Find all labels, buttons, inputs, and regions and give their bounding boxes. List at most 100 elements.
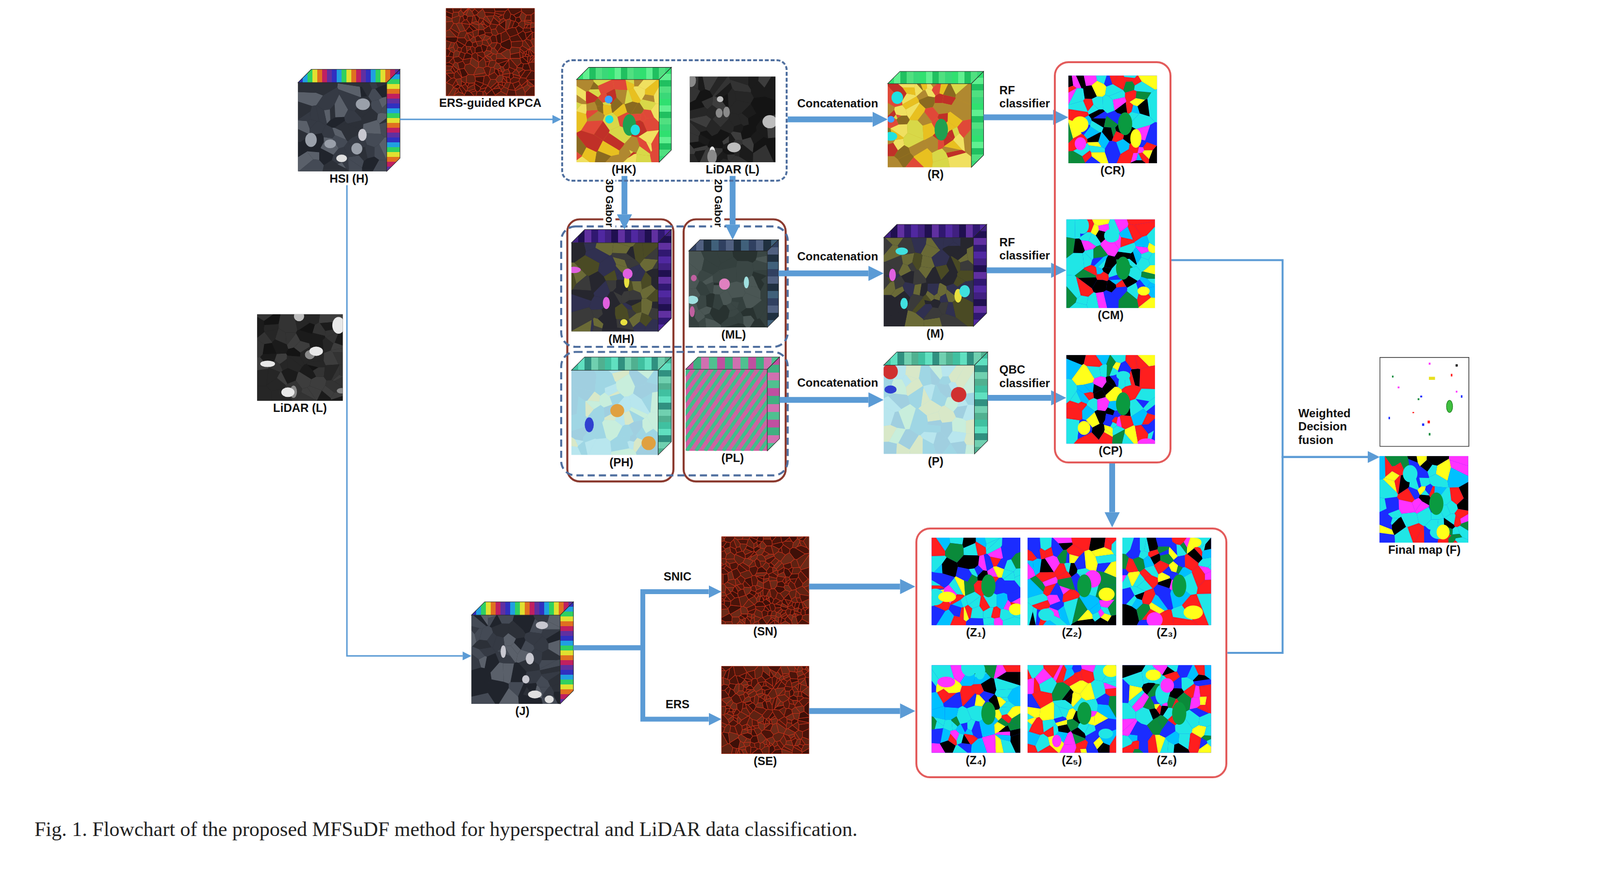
illustration-part bbox=[689, 76, 776, 163]
illustration-part bbox=[761, 729, 774, 740]
illustration-part bbox=[721, 666, 810, 755]
illustration-part bbox=[605, 154, 622, 163]
illustration-part bbox=[309, 82, 338, 96]
illustration-part bbox=[935, 264, 950, 280]
illustration-part bbox=[938, 591, 957, 603]
illustration-part bbox=[1009, 603, 1021, 616]
illustration-part bbox=[315, 104, 327, 125]
illustration-part bbox=[379, 121, 387, 138]
illustration-part bbox=[571, 386, 595, 402]
illustration-part bbox=[739, 144, 754, 163]
illustration-part bbox=[504, 645, 518, 663]
illustration-part bbox=[576, 103, 587, 114]
illustration-part bbox=[464, 90, 475, 96]
illustration-part bbox=[471, 693, 496, 705]
illustration-part bbox=[467, 31, 474, 37]
illustration-part bbox=[332, 316, 344, 334]
illustration-part bbox=[652, 259, 659, 270]
illustration-part bbox=[725, 561, 731, 569]
illustration-part bbox=[993, 566, 1005, 579]
image-panel bbox=[931, 537, 1021, 626]
illustration-part bbox=[293, 314, 305, 322]
illustration-part bbox=[942, 443, 957, 455]
illustration-part bbox=[791, 707, 801, 714]
illustration-part bbox=[517, 31, 527, 42]
image-panel bbox=[883, 365, 975, 455]
illustration-part bbox=[931, 537, 1021, 626]
illustration-part bbox=[777, 567, 785, 575]
illustration-part bbox=[576, 111, 587, 133]
illustration-part bbox=[1139, 365, 1155, 390]
illustration-part bbox=[1075, 295, 1089, 305]
illustration-part bbox=[484, 12, 495, 17]
illustration-part bbox=[337, 82, 367, 87]
illustration-part bbox=[801, 691, 810, 699]
illustration-part bbox=[905, 157, 925, 168]
illustration-part bbox=[1106, 365, 1113, 377]
illustration-part bbox=[733, 666, 748, 676]
illustration-part bbox=[305, 132, 317, 147]
illustration-part bbox=[1097, 397, 1110, 412]
illustration-part bbox=[968, 596, 981, 609]
illustration-part bbox=[519, 45, 528, 52]
illustration-part bbox=[902, 96, 919, 110]
illustration-part bbox=[1095, 355, 1110, 365]
illustration-part bbox=[609, 393, 625, 405]
cube-side-face bbox=[971, 71, 984, 168]
illustration-part bbox=[471, 626, 480, 635]
illustration-part bbox=[604, 389, 619, 396]
illustration-part bbox=[791, 596, 798, 603]
illustration-part bbox=[297, 82, 316, 93]
illustration-part bbox=[470, 23, 479, 31]
illustration-part bbox=[541, 629, 561, 640]
illustration-part bbox=[756, 554, 766, 562]
illustration-part bbox=[453, 50, 461, 58]
illustration-part bbox=[281, 387, 295, 398]
illustration-part bbox=[746, 251, 758, 263]
illustration-part bbox=[901, 271, 915, 284]
illustration-part bbox=[789, 695, 798, 701]
illustration-part bbox=[802, 602, 808, 608]
illustration-part bbox=[770, 615, 776, 620]
illustration-part bbox=[446, 82, 454, 96]
cube-top-face bbox=[471, 602, 574, 616]
illustration-part bbox=[756, 576, 764, 580]
image-panel bbox=[883, 237, 974, 327]
illustration-part bbox=[324, 139, 337, 149]
illustration-part bbox=[746, 604, 757, 612]
illustration-part bbox=[895, 247, 909, 256]
illustration-part bbox=[916, 89, 929, 101]
illustration-part bbox=[757, 697, 765, 704]
illustration-part bbox=[776, 576, 785, 583]
illustration-part bbox=[954, 576, 965, 597]
illustration-part bbox=[471, 615, 561, 705]
illustration-part bbox=[750, 96, 776, 119]
illustration-part bbox=[778, 688, 786, 697]
illustration-part bbox=[889, 268, 896, 282]
illustration-part bbox=[911, 297, 926, 314]
illustration-part bbox=[721, 536, 810, 625]
illustration-part bbox=[1103, 228, 1119, 243]
illustration-part bbox=[526, 32, 533, 41]
illustration-part bbox=[950, 387, 967, 403]
illustration-part bbox=[756, 580, 764, 589]
illustration-part bbox=[761, 275, 768, 284]
illustration-part bbox=[1125, 355, 1138, 370]
illustration-part bbox=[1066, 358, 1083, 379]
illustration-part bbox=[773, 680, 782, 690]
illustration-part bbox=[1077, 419, 1093, 440]
illustration-part bbox=[919, 282, 928, 297]
illustration-part bbox=[790, 609, 795, 616]
image-panel bbox=[571, 370, 658, 455]
illustration-part bbox=[544, 695, 554, 704]
illustration-part bbox=[584, 438, 597, 456]
illustration-part bbox=[1116, 392, 1131, 416]
illustration-part bbox=[760, 369, 768, 451]
illustration-part bbox=[361, 156, 379, 172]
illustration-part bbox=[740, 275, 758, 288]
illustration-part bbox=[964, 445, 975, 455]
illustration-part bbox=[780, 666, 790, 674]
illustration-part bbox=[737, 575, 746, 585]
illustration-part bbox=[604, 95, 613, 104]
illustration-part bbox=[1145, 121, 1157, 146]
